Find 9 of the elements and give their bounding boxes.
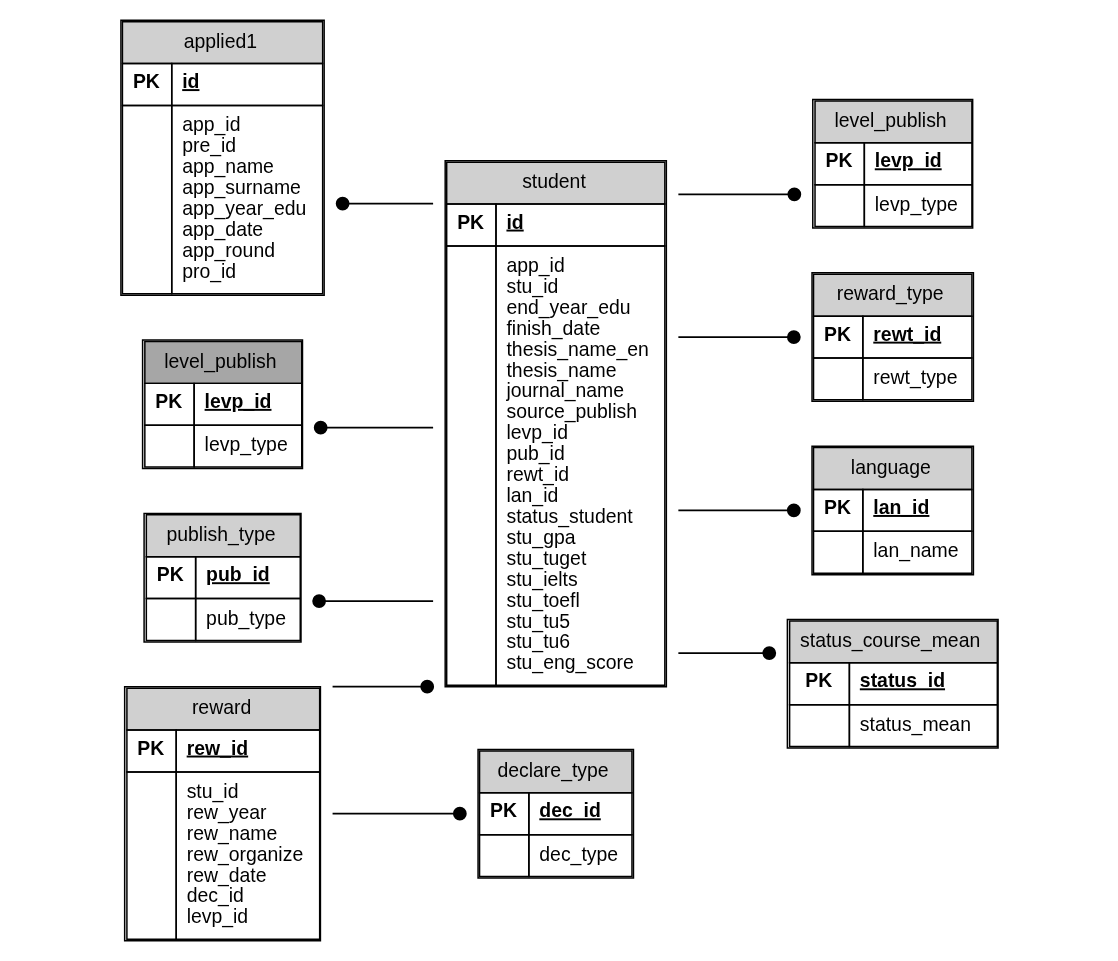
connector [335, 196, 434, 211]
connector [676, 646, 776, 660]
connector [313, 420, 434, 435]
connector [331, 806, 467, 821]
connector [311, 594, 434, 608]
connector [676, 330, 801, 344]
connector [676, 187, 801, 202]
connector [331, 679, 434, 694]
connector [676, 503, 801, 518]
